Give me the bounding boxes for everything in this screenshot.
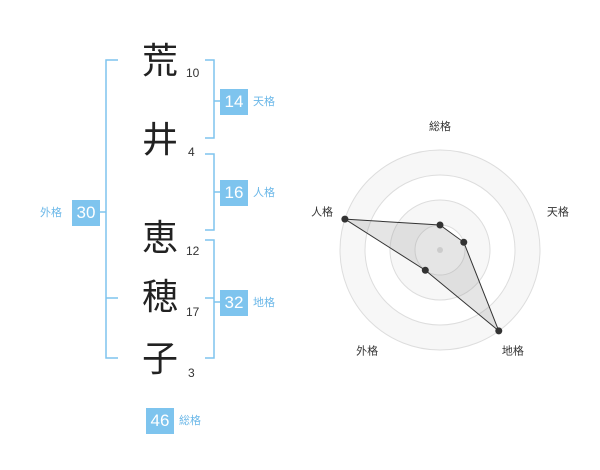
stroke-count-3: 12 <box>186 244 200 258</box>
jinkaku-value: 16 <box>220 180 248 206</box>
gaikaku-value: 30 <box>72 200 100 226</box>
radar-axis-label-1: 総格 <box>429 119 451 133</box>
chikaku-label: 地格 <box>253 296 275 309</box>
radar-center <box>437 247 443 253</box>
radar-axis-label-5: 人格 <box>311 205 333 219</box>
name-char-3: 恵 <box>141 218 178 259</box>
radar-point-3 <box>495 327 503 335</box>
chikaku-value: 32 <box>220 290 248 316</box>
radar-point-1 <box>436 221 444 229</box>
soukaku-label: 総格 <box>179 414 201 427</box>
radar-point-2 <box>460 238 468 246</box>
stroke-count-5: 3 <box>188 366 195 380</box>
jinkaku-label: 人格 <box>253 186 275 199</box>
radar-point-4 <box>421 266 429 274</box>
stroke-count-2: 4 <box>188 145 195 159</box>
gaikaku-label: 外格 <box>40 206 62 219</box>
radar-axis-label-2: 天格 <box>547 205 569 219</box>
radar-point-5 <box>341 215 349 223</box>
tenkaku-value: 14 <box>220 89 248 115</box>
name-char-5: 子 <box>141 339 178 380</box>
name-char-2: 井 <box>141 120 178 161</box>
name-char-1: 荒 <box>141 41 178 82</box>
stroke-count-1: 10 <box>186 66 200 80</box>
radar-axis-label-4: 外格 <box>356 343 378 357</box>
name-char-4: 穂 <box>141 277 178 318</box>
stroke-count-4: 17 <box>186 305 200 319</box>
soukaku-value: 46 <box>146 408 174 434</box>
tenkaku-label: 天格 <box>253 95 275 108</box>
radar-series-area <box>344 218 500 332</box>
radar-axis-label-3: 地格 <box>502 343 524 357</box>
